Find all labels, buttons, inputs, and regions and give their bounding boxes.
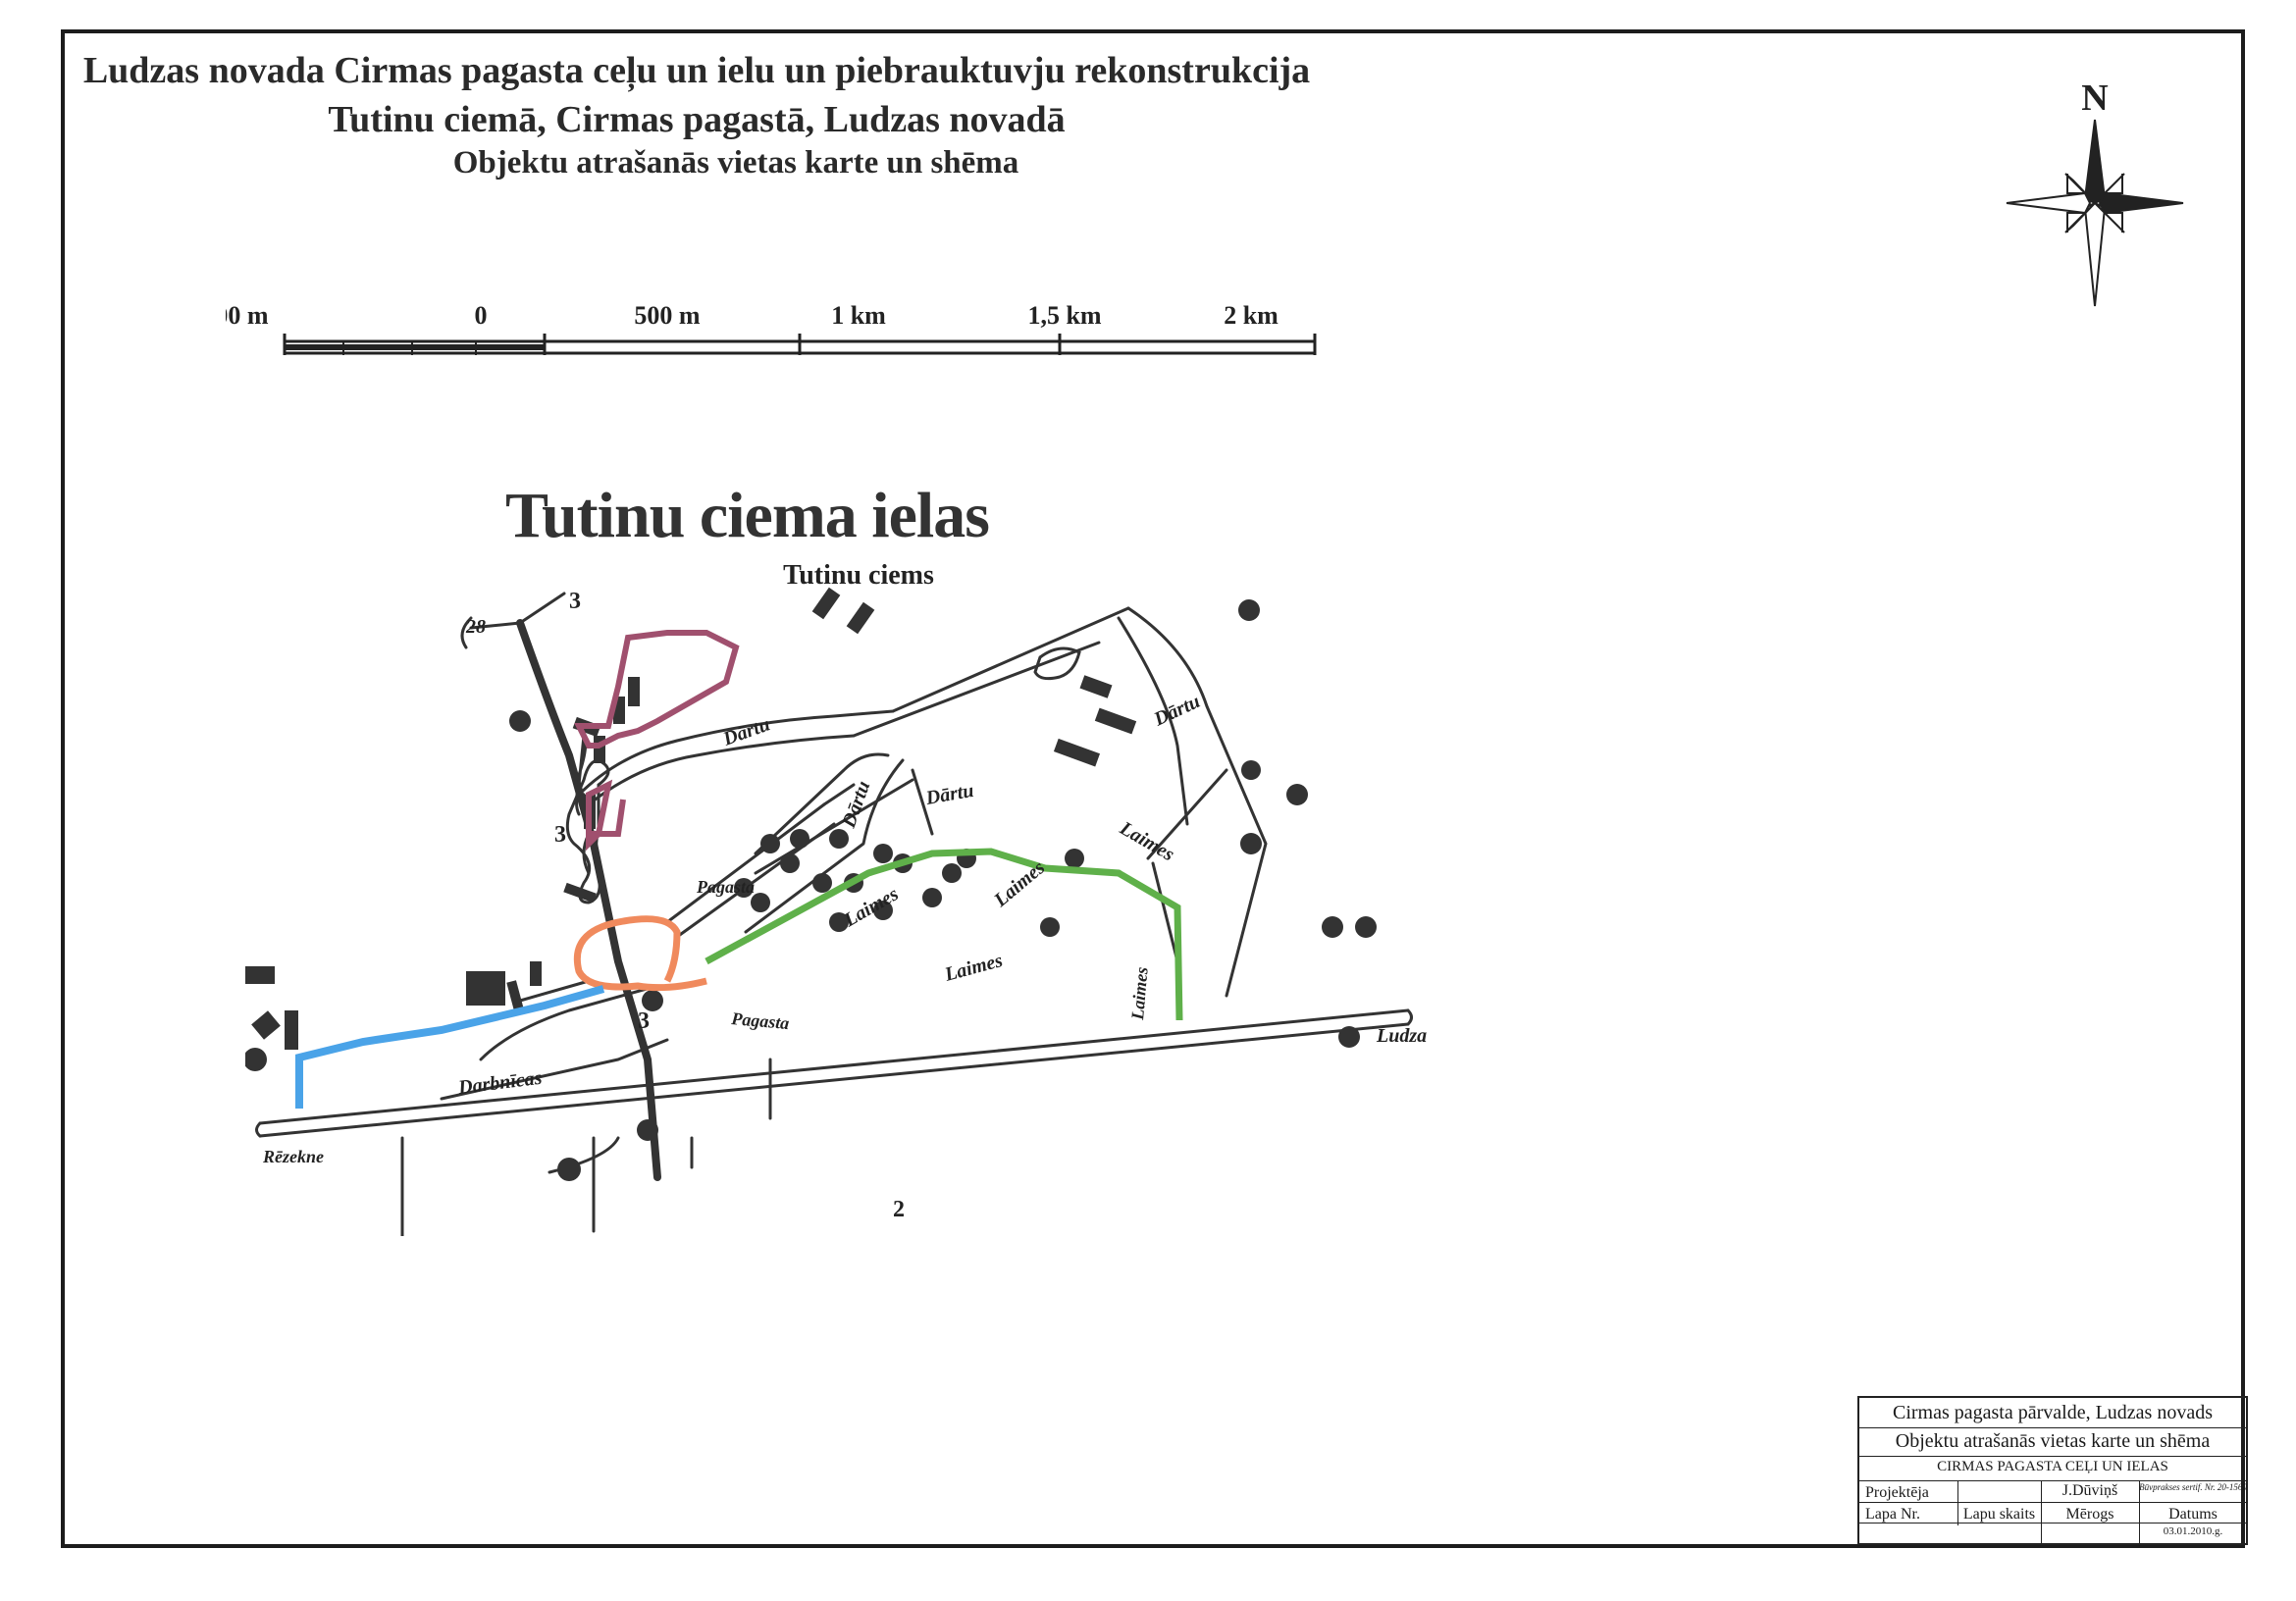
title-block-project: CIRMAS PAGASTA CEĻI UN IELAS: [1937, 1459, 2168, 1474]
map-frame: [61, 29, 2245, 1548]
street-label-rezekne: Rēzekne: [262, 1147, 324, 1166]
title-line-3: Objektu atrašanās vietas karte un shēma: [452, 145, 1019, 181]
road-number-3-top: 3: [569, 589, 581, 614]
cert-text: Būvprakses sertif. Nr. 20-1560: [2139, 1482, 2247, 1492]
highlight-orange-street: [573, 915, 707, 992]
scale-label-1-5km: 1,5 km: [1027, 301, 1101, 330]
date-value: 03.01.2010.g.: [2163, 1525, 2223, 1537]
title-block-doc: Objektu atrašanās vietas karte un shēma: [1895, 1430, 2211, 1452]
compass-rose-icon: N: [2006, 77, 2184, 307]
highlight-blue-street: [295, 985, 605, 1109]
scale-label-2km: 2 km: [1224, 301, 1278, 330]
trees: [245, 599, 1377, 1181]
scale-label: Mērogs: [2065, 1506, 2114, 1523]
date-label: Datums: [2168, 1506, 2218, 1523]
title-block-org: Cirmas pagasta pārvalde, Ludzas novads: [1892, 1402, 2213, 1423]
street-label-dartu-2: Dārtu: [1150, 691, 1204, 731]
sheet-label: Lapa Nr.: [1865, 1506, 1920, 1523]
street-label-pagasta-2: Pagasta: [730, 1008, 791, 1033]
village-street-map: Tutinu ciems 28 3 3 3 2 Dārtu Dārtu Dārt…: [245, 560, 1427, 1236]
scale-label-500m-left: 500 m: [226, 301, 269, 330]
highlight-green-street: [704, 848, 1183, 1021]
street-label-pagasta-1: Pagasta: [696, 877, 755, 897]
street-label-darbnicas: Darbnīcas: [456, 1067, 544, 1099]
street-label-dartu-4: Dārtu: [923, 780, 975, 809]
designer-name: J.Dūviņš: [2061, 1482, 2118, 1499]
road-number-2: 2: [893, 1197, 905, 1222]
road-number-3-mid: 3: [554, 822, 566, 848]
street-label-laimes-2: Laimes: [989, 856, 1049, 911]
sheets-label: Lapu skaits: [1962, 1506, 2036, 1523]
title-block: Cirmas pagasta pārvalde, Ludzas novads O…: [1857, 1396, 2248, 1545]
street-label-laimes-5: Laimes: [1127, 966, 1152, 1022]
street-label-laimes-3: Laimes: [942, 950, 1006, 986]
highlight-purple-street: [574, 630, 740, 852]
designer-label: Projektēja: [1865, 1484, 1929, 1501]
scale-label-1km: 1 km: [831, 301, 886, 330]
scale-label-500m: 500 m: [634, 301, 701, 330]
scale-label-0: 0: [475, 301, 488, 330]
scale-bar: 500 m 0 500 m 1 km 1,5 km 2 km: [226, 301, 1317, 355]
title-line-1: Ludzas novada Cirmas pagasta ceļu un iel…: [82, 50, 1311, 91]
road-number-3-low: 3: [638, 1008, 650, 1034]
street-label-ludza: Ludza: [1376, 1025, 1427, 1047]
pond-shape: [1033, 646, 1081, 681]
village-label: Tutinu ciems: [783, 560, 934, 591]
buildings: [245, 587, 1137, 1050]
north-label: N: [2081, 77, 2108, 119]
title-line-2: Tutinu ciemā, Cirmas pagastā, Ludzas nov…: [328, 99, 1066, 140]
map-subtitle: Tutinu ciema ielas: [505, 480, 990, 551]
road-number-28: 28: [465, 616, 486, 638]
